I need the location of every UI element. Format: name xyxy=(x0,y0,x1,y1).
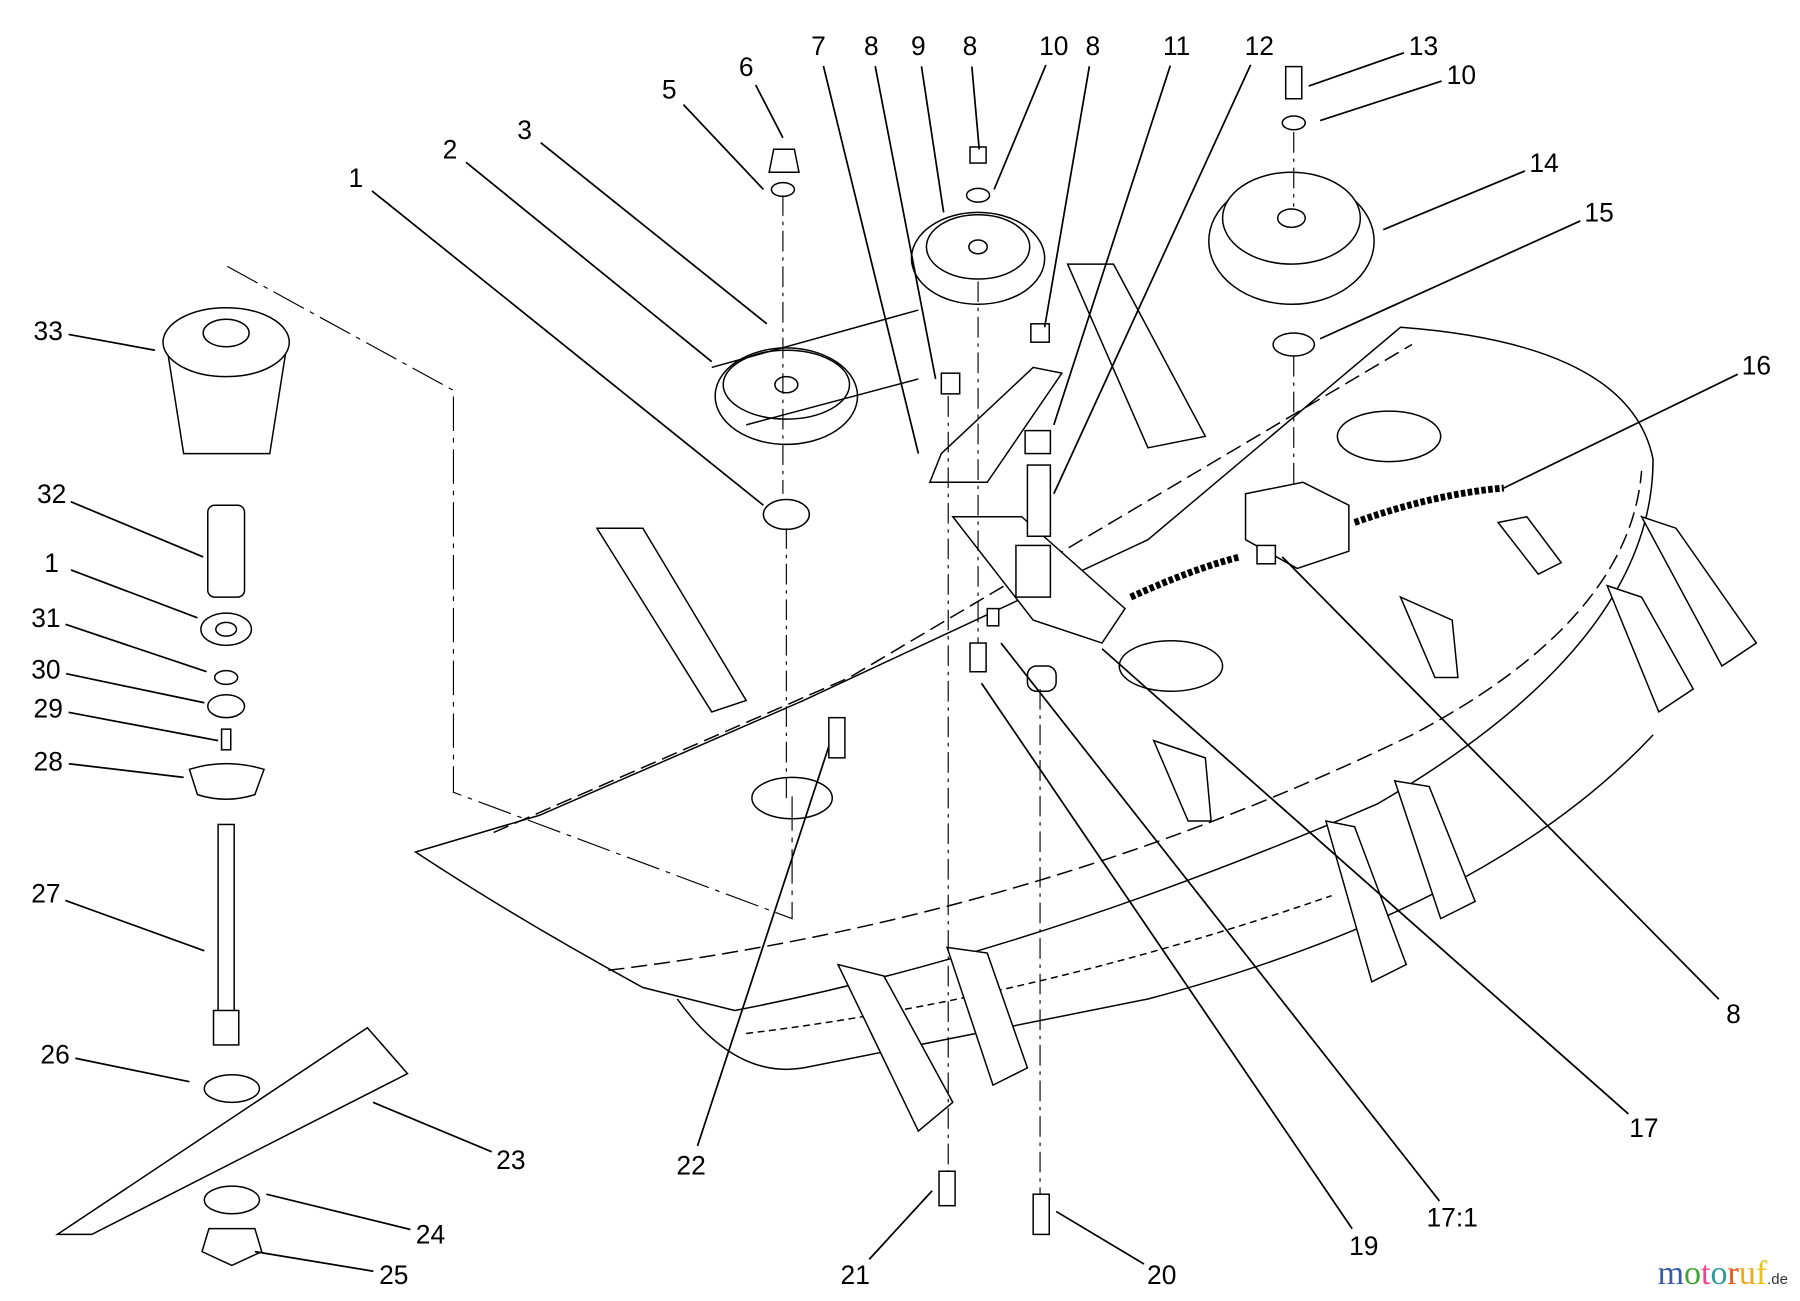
leader-line xyxy=(1319,80,1442,122)
callout-10: 10 xyxy=(1039,31,1068,61)
callout-15: 15 xyxy=(1584,198,1613,228)
callout-22: 22 xyxy=(676,1151,705,1181)
callout-2: 2 xyxy=(443,134,458,164)
logo-letter: t xyxy=(1701,1255,1711,1292)
callout-32: 32 xyxy=(37,479,66,509)
callout-33: 33 xyxy=(34,316,63,346)
callout-20: 20 xyxy=(1147,1260,1176,1290)
leader-line xyxy=(371,190,764,506)
leader-line xyxy=(1281,556,1720,1000)
leader-line xyxy=(266,1193,411,1231)
leader-line xyxy=(70,500,204,558)
callout-5: 5 xyxy=(662,75,677,105)
leader-line xyxy=(540,142,768,325)
leader-line xyxy=(68,333,156,352)
leader-line xyxy=(754,84,784,139)
leader-line xyxy=(1319,220,1581,340)
leader-line xyxy=(465,161,713,363)
leader-line xyxy=(682,104,765,191)
leader-line xyxy=(696,746,830,1147)
leader-line xyxy=(1055,1210,1145,1265)
callout-8: 8 xyxy=(864,31,879,61)
callout-30: 30 xyxy=(31,655,60,685)
callout-9: 9 xyxy=(911,31,926,61)
leader-line xyxy=(254,1250,374,1273)
callout-1: 1 xyxy=(349,163,364,193)
callout-29: 29 xyxy=(34,694,63,724)
callout-6: 6 xyxy=(739,52,754,82)
callout-26: 26 xyxy=(40,1039,69,1069)
logo-letter: u xyxy=(1738,1255,1756,1292)
callout-8: 8 xyxy=(1726,999,1741,1029)
leader-line xyxy=(822,65,920,454)
callout-3: 3 xyxy=(517,115,532,145)
callout-21: 21 xyxy=(841,1260,870,1290)
callout-16: 16 xyxy=(1742,350,1771,380)
callout-25: 25 xyxy=(379,1260,408,1290)
callout-8: 8 xyxy=(1086,31,1101,61)
callout-28: 28 xyxy=(34,746,63,776)
logo-letter: f xyxy=(1755,1255,1768,1292)
callout-19: 19 xyxy=(1349,1231,1378,1261)
leader-line xyxy=(1000,642,1441,1202)
leader-line xyxy=(65,623,207,673)
callout-24: 24 xyxy=(416,1220,445,1250)
leader-line xyxy=(70,569,198,619)
leader-line xyxy=(1053,64,1252,495)
leader-line xyxy=(920,66,945,213)
leader-line xyxy=(874,66,937,380)
callout-13: 13 xyxy=(1409,31,1438,61)
callout-17: 17 xyxy=(1629,1113,1658,1143)
callout-14: 14 xyxy=(1529,148,1558,178)
leader-line xyxy=(65,899,205,952)
leader-line xyxy=(1382,170,1526,231)
callout-8: 8 xyxy=(963,31,978,61)
callout-31: 31 xyxy=(31,603,60,633)
callout-23: 23 xyxy=(496,1145,525,1175)
logo-letter: r xyxy=(1727,1255,1739,1292)
logo-letter: o xyxy=(1684,1255,1702,1292)
leader-line xyxy=(1101,648,1629,1115)
callout-27: 27 xyxy=(31,879,60,909)
callout-12: 12 xyxy=(1245,31,1274,61)
leader-line xyxy=(68,711,219,742)
leader-line xyxy=(1503,373,1739,489)
callout-1: 1 xyxy=(44,548,59,578)
leader-line xyxy=(372,1101,493,1153)
leader-line xyxy=(970,66,981,150)
leader-line xyxy=(868,1190,933,1260)
leader-line xyxy=(68,762,184,779)
leader-line xyxy=(980,682,1353,1230)
callout-17-1: 17:1 xyxy=(1426,1202,1477,1232)
leader-line xyxy=(1043,66,1091,328)
parts xyxy=(54,65,1563,1267)
leader-line xyxy=(1053,65,1172,426)
callout-7: 7 xyxy=(811,31,826,61)
leader-line xyxy=(75,1057,190,1083)
logo-letter: o xyxy=(1710,1255,1728,1292)
logo-letter: m xyxy=(1657,1255,1685,1292)
leader-line xyxy=(65,672,205,704)
leader-line xyxy=(1308,51,1405,87)
callout-11: 11 xyxy=(1163,31,1190,61)
leader-line xyxy=(993,64,1047,190)
motoruf-logo: motoruf.de xyxy=(1657,1255,1788,1292)
leader-lines xyxy=(65,51,1739,1273)
callout-10: 10 xyxy=(1447,60,1476,90)
